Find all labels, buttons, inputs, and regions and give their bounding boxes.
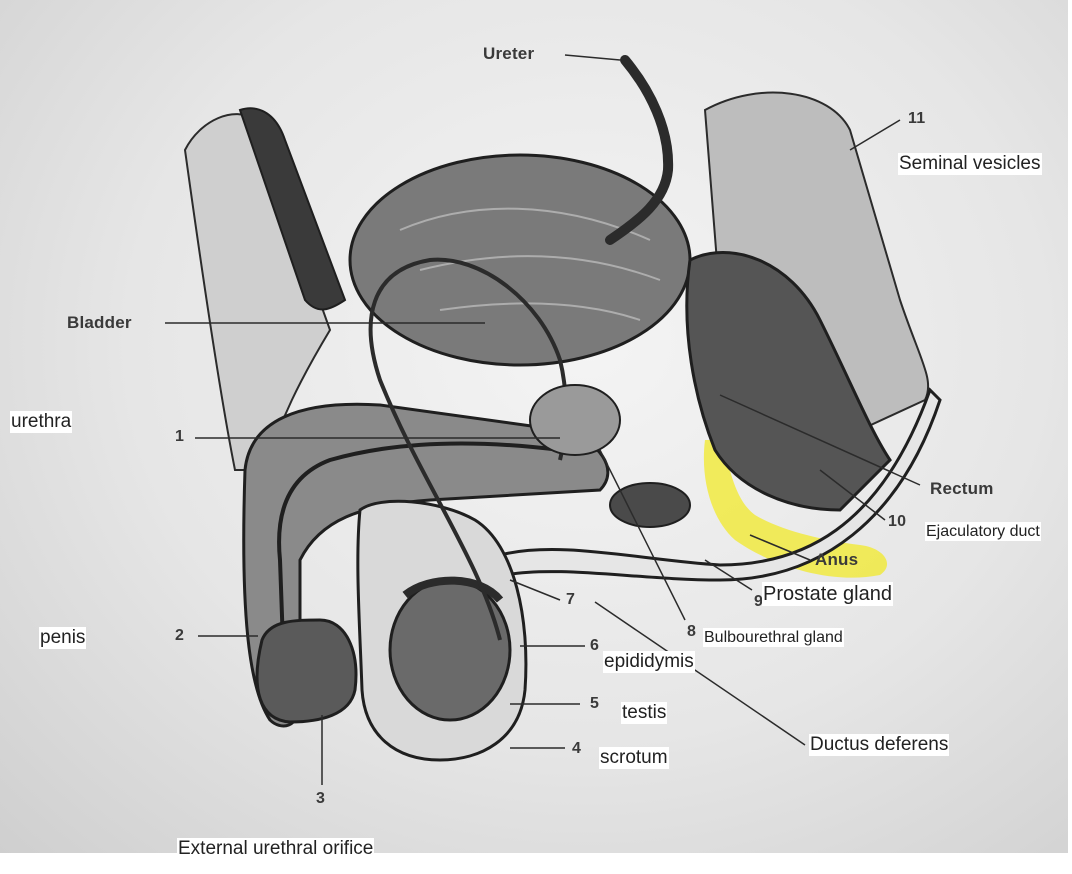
prostate — [529, 384, 621, 456]
number-3: 3 — [316, 790, 326, 807]
number-11: 11 — [908, 110, 926, 127]
number-2: 2 — [175, 627, 185, 644]
leader-lines — [165, 54, 921, 785]
ureter-label: Ureter — [483, 44, 535, 63]
number-7: 7 — [566, 591, 576, 608]
leader-7 — [509, 579, 561, 601]
leader-8 — [599, 449, 686, 621]
penis-shaft — [242, 402, 610, 728]
epididymis-label: epididymis — [603, 651, 695, 673]
leader-9 — [704, 559, 753, 591]
leader-11 — [849, 119, 901, 151]
ureter-leader — [564, 54, 621, 61]
urethra-canal — [277, 441, 561, 701]
anus-label: Anus — [815, 550, 859, 569]
scrotum-label: scrotum — [599, 747, 669, 769]
leader-10 — [819, 469, 886, 521]
number-9: 9 — [754, 593, 764, 610]
number-1: 1 — [175, 428, 185, 445]
ductus-deferens-course — [368, 257, 568, 641]
number-5: 5 — [590, 695, 600, 712]
rectum-leader — [719, 394, 921, 486]
number-6: 6 — [590, 637, 600, 654]
external-urethral-orifice-label: External urethral orifice — [177, 838, 375, 860]
prostate-gland-label: Prostate gland — [762, 582, 893, 606]
number-4: 4 — [572, 740, 582, 757]
pubic-bone — [238, 107, 347, 311]
number-8: 8 — [687, 623, 697, 640]
bladder — [348, 153, 692, 367]
bladder-texture — [399, 207, 661, 321]
ejaculatory-duct-label: Ejaculatory duct — [925, 522, 1041, 541]
anus-leader — [749, 534, 811, 561]
bulbourethral-gland-label: Bulbourethral gland — [703, 628, 844, 647]
ureter — [605, 55, 674, 245]
pelvic-floor — [498, 387, 942, 582]
rectum — [685, 251, 892, 512]
penis-label: penis — [39, 627, 87, 649]
ductus-deferens-leader — [594, 601, 806, 746]
ductus-deferens-label: Ductus deferens — [809, 734, 950, 756]
rectum-label: Rectum — [930, 479, 994, 498]
urethra-label: urethra — [10, 411, 73, 433]
testis-label: testis — [621, 702, 668, 724]
bladder-label: Bladder — [67, 313, 132, 332]
glans — [255, 618, 358, 724]
testis — [388, 578, 512, 722]
bulbourethral — [609, 482, 691, 528]
number-10: 10 — [888, 513, 907, 530]
seminal-vesicles-label: Seminal vesicles — [898, 153, 1042, 175]
epididymis-shape — [402, 576, 504, 603]
